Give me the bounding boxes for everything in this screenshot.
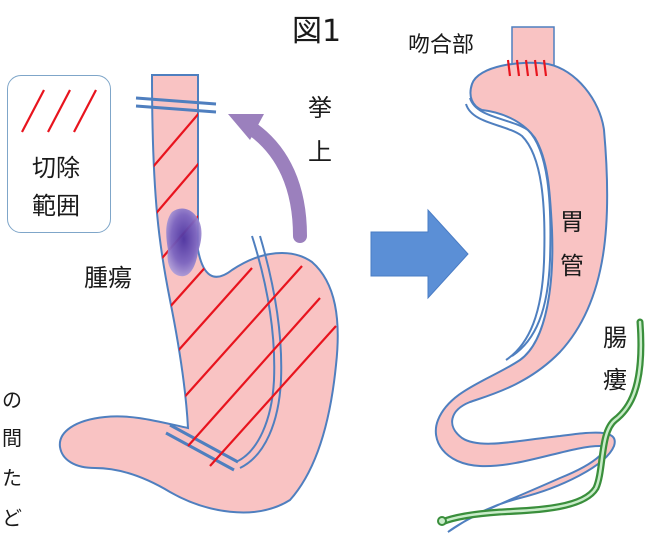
resection-legend: 切除 範囲 <box>7 75 111 233</box>
cut-off-char: ど <box>2 502 22 531</box>
gastric-tube-label-1: 胃 <box>560 202 584 237</box>
legend-label-line-1: 切除 <box>32 148 80 183</box>
lift-label-2: 上 <box>308 132 332 167</box>
legend-label-line-2: 範囲 <box>32 186 80 221</box>
tumor-label: 腫瘍 <box>84 258 132 293</box>
curved-up-arrow-icon <box>228 114 300 236</box>
resection-hatch-sample <box>18 86 102 136</box>
gastric-tube-label-2: 管 <box>560 246 584 281</box>
lift-label-1: 挙 <box>308 88 332 123</box>
cut-off-char: た <box>2 462 22 491</box>
cut-off-text: の 間 た ど <box>0 380 22 542</box>
gastric-tube-illustration <box>436 27 641 532</box>
gastric-tube-body <box>436 63 615 532</box>
cut-off-char: の <box>2 384 22 413</box>
feeding-tube-tip <box>438 517 446 525</box>
right-arrow-icon <box>371 210 468 298</box>
anastomosis-label: 吻合部 <box>408 27 474 59</box>
cut-off-char: 間 <box>2 422 22 451</box>
fistula-label-2: 瘻 <box>603 360 627 395</box>
staple-line-inner <box>466 104 544 360</box>
fistula-label-1: 腸 <box>603 318 627 353</box>
figure-title: 図1 <box>292 6 341 50</box>
